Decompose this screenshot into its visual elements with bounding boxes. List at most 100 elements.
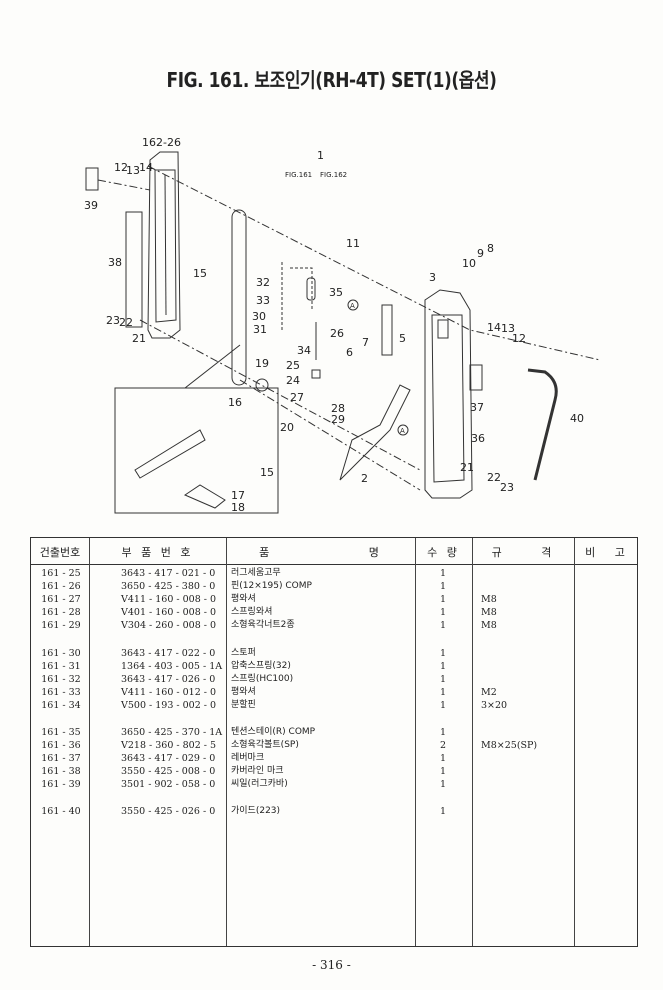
callout-label: 18 bbox=[231, 501, 245, 514]
cell-name: 스토퍼 bbox=[231, 648, 256, 658]
cell-part: V411 - 160 - 012 - 0 bbox=[121, 687, 217, 698]
cell-part: 3550 - 425 - 008 - 0 bbox=[121, 766, 216, 777]
cell-qty: 1 bbox=[439, 806, 447, 817]
cell-part: V304 - 260 - 008 - 0 bbox=[121, 620, 217, 631]
callout-label: 35 bbox=[329, 286, 343, 299]
cell-no: 161 - 29 bbox=[41, 620, 81, 631]
cell-no: 161 - 30 bbox=[41, 648, 81, 659]
callout-label: 32 bbox=[256, 276, 270, 289]
page-title: FIG. 161. 보조인기(RH-4T) SET(1)(옵션) bbox=[166, 68, 497, 92]
callout-label: 17 bbox=[231, 489, 245, 502]
cell-spec: M8 bbox=[481, 607, 497, 618]
callout-label: 10 bbox=[462, 257, 476, 270]
callout-label: 22 bbox=[487, 471, 501, 484]
cell-spec: M2 bbox=[481, 687, 497, 698]
cell-spec: M8×25(SP) bbox=[481, 740, 538, 751]
cell-part: 3643 - 417 - 022 - 0 bbox=[121, 648, 216, 659]
cell-name: 소형육각너트2종 bbox=[231, 620, 295, 630]
callout-label: 7 bbox=[362, 336, 369, 349]
callout-label: 3 bbox=[429, 271, 436, 284]
callout-label: 27 bbox=[290, 391, 304, 404]
callout-label: 26 bbox=[330, 327, 344, 340]
callout-label: 19 bbox=[255, 357, 269, 370]
cell-qty: 1 bbox=[439, 753, 447, 764]
column-divider bbox=[89, 538, 90, 946]
cell-name: 가이드(223) bbox=[231, 806, 281, 816]
cell-qty: 1 bbox=[439, 648, 447, 659]
column-divider bbox=[415, 538, 416, 946]
cell-part: 3643 - 417 - 026 - 0 bbox=[121, 674, 216, 685]
table-row: 161 - 40 3550 - 425 - 026 - 0 가이드(223) 1 bbox=[31, 805, 637, 818]
header-spec: 규 격 bbox=[491, 546, 555, 559]
cell-no: 161 - 32 bbox=[41, 674, 81, 685]
header-part-no: 부 품 번 호 bbox=[121, 546, 194, 559]
cell-part: V411 - 160 - 008 - 0 bbox=[121, 594, 217, 605]
cell-name: 텐션스테이(R) COMP bbox=[231, 727, 316, 737]
cell-name: 평와셔 bbox=[231, 687, 256, 697]
callout-label: 15 bbox=[193, 267, 207, 280]
cell-qty: 1 bbox=[439, 607, 447, 618]
callout-label: 34 bbox=[297, 344, 311, 357]
table-row: 161 - 30 3643 - 417 - 022 - 0 스토퍼 1 bbox=[31, 647, 637, 660]
cell-part: 3550 - 425 - 026 - 0 bbox=[121, 806, 216, 817]
cell-no: 161 - 39 bbox=[41, 779, 81, 790]
table-header: 건출번호 부 품 번 호 품 명 수 량 규 격 비 고 bbox=[31, 538, 637, 565]
cell-spec: 3×20 bbox=[481, 700, 508, 711]
cell-spec: M8 bbox=[481, 620, 497, 631]
callout-label: 30 bbox=[252, 310, 266, 323]
callout-label: 5 bbox=[399, 332, 406, 345]
cell-name: 평와셔 bbox=[231, 594, 256, 604]
cell-name: 씨일(러그카바) bbox=[231, 779, 288, 789]
callout-label: 21 bbox=[132, 332, 146, 345]
exploded-parts-diagram: 162-26 12 13 14 1 FIG.161 FIG.162 39 38 … bbox=[84, 136, 601, 514]
cell-name: 레버마크 bbox=[231, 753, 265, 763]
callout-label: 28 bbox=[331, 402, 345, 415]
callout-label: A bbox=[400, 427, 405, 435]
cell-no: 161 - 26 bbox=[41, 581, 81, 592]
cell-no: 161 - 27 bbox=[41, 594, 81, 605]
cell-no: 161 - 31 bbox=[41, 661, 81, 672]
cell-name: 소형육각볼트(SP) bbox=[231, 740, 299, 750]
callout-label: 20 bbox=[280, 421, 294, 434]
callout-label: 40 bbox=[570, 412, 584, 425]
page-number: - 316 - bbox=[312, 958, 351, 972]
callout-label: 31 bbox=[253, 323, 267, 336]
callout-label: FIG.162 bbox=[320, 171, 347, 179]
callout-label: 13 bbox=[501, 322, 515, 335]
cell-no: 161 - 40 bbox=[41, 806, 81, 817]
cell-part: V500 - 193 - 002 - 0 bbox=[121, 700, 217, 711]
cell-part: 3650 - 425 - 380 - 0 bbox=[121, 581, 216, 592]
cell-qty: 1 bbox=[439, 700, 447, 711]
column-divider bbox=[574, 538, 575, 946]
callout-label: 22 bbox=[119, 316, 133, 329]
callout-label: 9 bbox=[477, 247, 484, 260]
callout-label: 16 bbox=[228, 396, 242, 409]
callout-label: 1 bbox=[317, 149, 324, 162]
cell-no: 161 - 34 bbox=[41, 700, 81, 711]
callout-label: 36 bbox=[471, 432, 485, 445]
callout-label: 23 bbox=[106, 314, 120, 327]
cell-qty: 1 bbox=[439, 581, 447, 592]
cell-name: 압축스프링(32) bbox=[231, 661, 291, 671]
callout-label: 13 bbox=[126, 164, 140, 177]
cell-qty: 1 bbox=[439, 779, 447, 790]
header-item-no: 건출번호 bbox=[39, 546, 81, 559]
cell-part: 1364 - 403 - 005 - 1A bbox=[121, 661, 223, 672]
cell-qty: 1 bbox=[439, 594, 447, 605]
callout-label: FIG.161 bbox=[285, 171, 312, 179]
header-part-name: 품 명 bbox=[259, 546, 382, 559]
cell-qty: 1 bbox=[439, 661, 447, 672]
cell-part: V218 - 360 - 802 - 5 bbox=[121, 740, 217, 751]
callout-label: 23 bbox=[500, 481, 514, 494]
callout-label: 11 bbox=[346, 237, 360, 250]
callout-label: 38 bbox=[108, 256, 122, 269]
